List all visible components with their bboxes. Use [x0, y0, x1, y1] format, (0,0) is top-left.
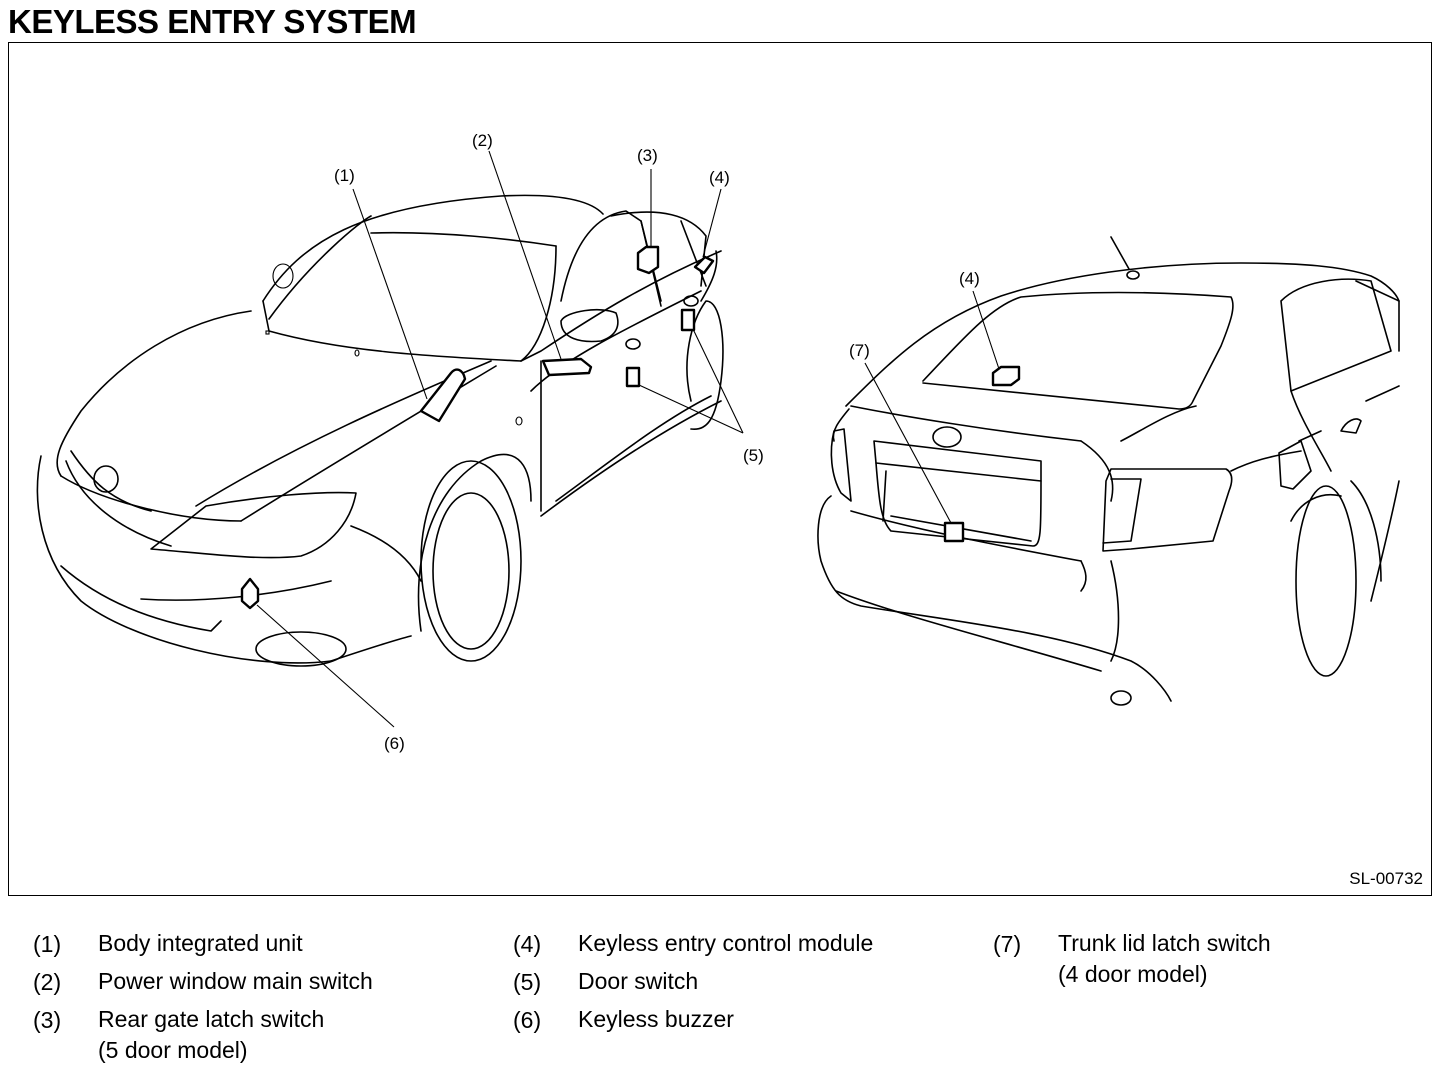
front-car-front-window — [560, 210, 662, 302]
legend-item: (3) Rear gate latch switch (5 door model… — [33, 1001, 373, 1066]
legend-item: (4) Keyless entry control module — [513, 925, 873, 963]
legend-note: (5 door model) — [98, 1037, 248, 1063]
front-car-headlight — [150, 491, 357, 559]
legend-column-3: (7) Trunk lid latch switch (4 door model… — [993, 925, 1271, 990]
rear-car-emblem — [932, 426, 962, 448]
legend-item: (2) Power window main switch — [33, 963, 373, 1001]
body-integrated-unit-icon — [419, 368, 467, 423]
legend-number: (2) — [33, 969, 62, 995]
diagram-frame: (1) (2) (3) (4) (5) (6) — [8, 42, 1432, 896]
legend-number: (4) — [513, 931, 542, 957]
legend-label: Keyless buzzer — [578, 1006, 734, 1032]
rear-car-trunk-garnish — [873, 440, 1042, 482]
legend-item: (1) Body integrated unit — [33, 925, 373, 963]
figure-id: SL-00732 — [1349, 869, 1423, 888]
callout-3: (3) — [637, 146, 658, 165]
callout-7: (7) — [849, 341, 870, 360]
front-car-fender — [417, 453, 532, 632]
keyless-entry-control-module-front-icon — [693, 255, 715, 275]
legend-label: Keyless entry control module — [578, 930, 874, 956]
rear-car-right-taillight — [1102, 468, 1233, 552]
legend-label-group: Trunk lid latch switch (4 door model) — [1058, 925, 1271, 990]
leader-lines-front — [256, 150, 744, 728]
front-car-sill — [540, 400, 722, 517]
front-car-roof — [262, 194, 604, 302]
rear-car-antenna — [1110, 236, 1130, 270]
front-car-hood — [56, 310, 252, 477]
keyless-entry-control-module-rear-icon — [991, 365, 1021, 387]
legend-number: (3) — [33, 1007, 62, 1033]
rear-car-side-window — [1280, 278, 1392, 392]
legend-label: Rear gate latch switch — [98, 1006, 325, 1032]
callout-2: (2) — [472, 131, 493, 150]
front-car-illustration — [36, 194, 724, 667]
legend-label-group: Rear gate latch switch (5 door model) — [98, 1001, 324, 1066]
rear-car-rear-wheel — [1295, 485, 1357, 677]
legend-item: (6) Keyless buzzer — [513, 1001, 873, 1039]
legend-number: (5) — [513, 969, 542, 995]
legend-number: (7) — [993, 931, 1022, 957]
rear-car-left-taillight — [830, 428, 852, 502]
legend-item: (5) Door switch — [513, 963, 873, 1001]
rear-car-illustration — [817, 236, 1400, 706]
rear-car-door-handle — [1340, 418, 1362, 434]
front-car-grille — [65, 460, 172, 547]
door-switch-rear-icon — [680, 308, 696, 332]
legend-label: Trunk lid latch switch — [1058, 930, 1271, 956]
legend-label: Door switch — [578, 968, 699, 994]
power-window-main-switch-icon — [541, 357, 593, 377]
door-switch-front-icon — [625, 366, 641, 388]
legend-label: Power window main switch — [98, 968, 373, 994]
callout-6: (6) — [384, 734, 405, 753]
rear-car-roof — [845, 262, 1400, 407]
trunk-lid-latch-switch-icon — [943, 521, 965, 543]
front-car-bumper — [36, 455, 332, 664]
callout-4-rear: (4) — [959, 269, 980, 288]
legend-item: (7) Trunk lid latch switch (4 door model… — [993, 925, 1271, 990]
legend-column-1: (1) Body integrated unit (2) Power windo… — [33, 925, 373, 1066]
callout-4-front: (4) — [709, 168, 730, 187]
legend-number: (6) — [513, 1007, 542, 1033]
legend-label: Body integrated unit — [98, 930, 303, 956]
leader-lines-rear — [864, 290, 1000, 524]
legend-number: (1) — [33, 931, 62, 957]
callout-5: (5) — [743, 446, 764, 465]
rear-gate-latch-switch-icon — [636, 245, 660, 275]
page-title: KEYLESS ENTRY SYSTEM — [8, 3, 417, 40]
legend-column-2: (4) Keyless entry control module (5) Doo… — [513, 925, 873, 1039]
legend-note: (4 door model) — [1058, 961, 1208, 987]
keyless-buzzer-icon — [240, 577, 260, 610]
rear-car-rear-window — [922, 291, 1234, 410]
front-car-front-wheel — [420, 460, 522, 662]
callout-1: (1) — [334, 166, 355, 185]
rear-car-fuel-lid — [1278, 440, 1312, 490]
front-car-mirror — [560, 309, 619, 343]
diagram-canvas: (1) (2) (3) (4) (5) (6) — [36, 131, 1400, 753]
